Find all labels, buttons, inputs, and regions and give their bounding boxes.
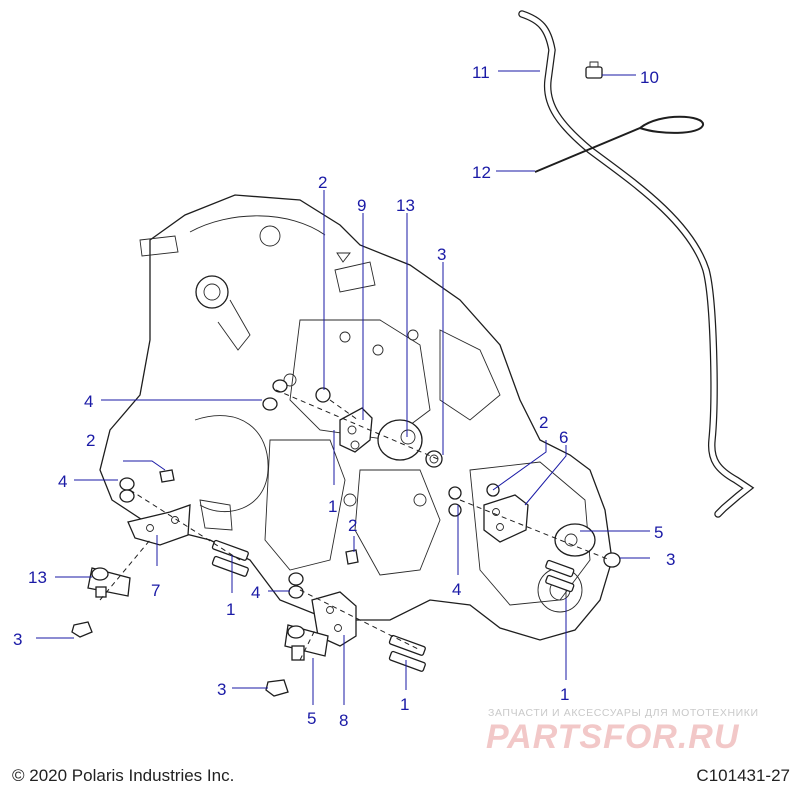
right-insulator [554, 523, 596, 557]
callout-2: 2 [318, 173, 327, 192]
lower-nut [265, 679, 289, 697]
callout-3: 3 [217, 680, 226, 699]
callout-4: 4 [452, 580, 461, 599]
callout-10: 10 [640, 68, 659, 87]
callout-4: 4 [58, 472, 67, 491]
callout-13: 13 [396, 196, 415, 215]
callout-labels: 11 10 12 2 9 13 3 4 2 2 6 4 1 2 5 3 13 7… [13, 63, 675, 730]
watermark-logo: PARTSFOR.RU [486, 718, 740, 756]
figure-number: C101431-27 [696, 766, 790, 785]
callout-3: 3 [13, 630, 22, 649]
callout-1: 1 [226, 600, 235, 619]
callout-9: 9 [357, 196, 366, 215]
upper-nut [425, 450, 443, 468]
callout-8: 8 [339, 711, 348, 730]
watermark-subtitle: ЗАПЧАСТИ И АКСЕССУАРЫ ДЛЯ МОТОТЕХНИКИ [488, 707, 759, 719]
callout-2: 2 [348, 516, 357, 535]
callout-1: 1 [560, 685, 569, 704]
callout-11: 11 [472, 63, 490, 82]
callout-12: 12 [472, 163, 491, 182]
right-nut [603, 552, 621, 568]
callout-7: 7 [151, 581, 160, 600]
lower-bolts [388, 634, 426, 672]
callout-5: 5 [307, 709, 316, 728]
callout-1: 1 [400, 695, 409, 714]
hose-clamp [585, 61, 603, 79]
copyright-notice: © 2020 Polaris Industries Inc. [12, 766, 235, 785]
vent-hose [518, 10, 755, 518]
left-nut [71, 621, 93, 638]
left-insulator [87, 567, 131, 598]
callout-3: 3 [437, 245, 446, 264]
callout-13: 13 [28, 568, 47, 587]
callout-2: 2 [539, 413, 548, 432]
callout-4: 4 [251, 583, 260, 602]
left-bolts [211, 539, 249, 577]
cable-tie [534, 115, 704, 173]
leader-lines [36, 70, 650, 705]
callout-1: 1 [328, 497, 337, 516]
left-mount-bracket [127, 504, 191, 546]
upper-washers [262, 379, 331, 411]
callout-3: 3 [666, 550, 675, 569]
upper-insulator [377, 419, 423, 461]
callout-5: 5 [654, 523, 663, 542]
lower-washers [288, 549, 359, 599]
callout-4: 4 [84, 392, 93, 411]
left-washers [119, 469, 175, 503]
lower-insulator [284, 624, 329, 661]
upper-mount-bracket [339, 407, 373, 453]
callout-2: 2 [86, 431, 95, 450]
callout-6: 6 [559, 428, 568, 447]
